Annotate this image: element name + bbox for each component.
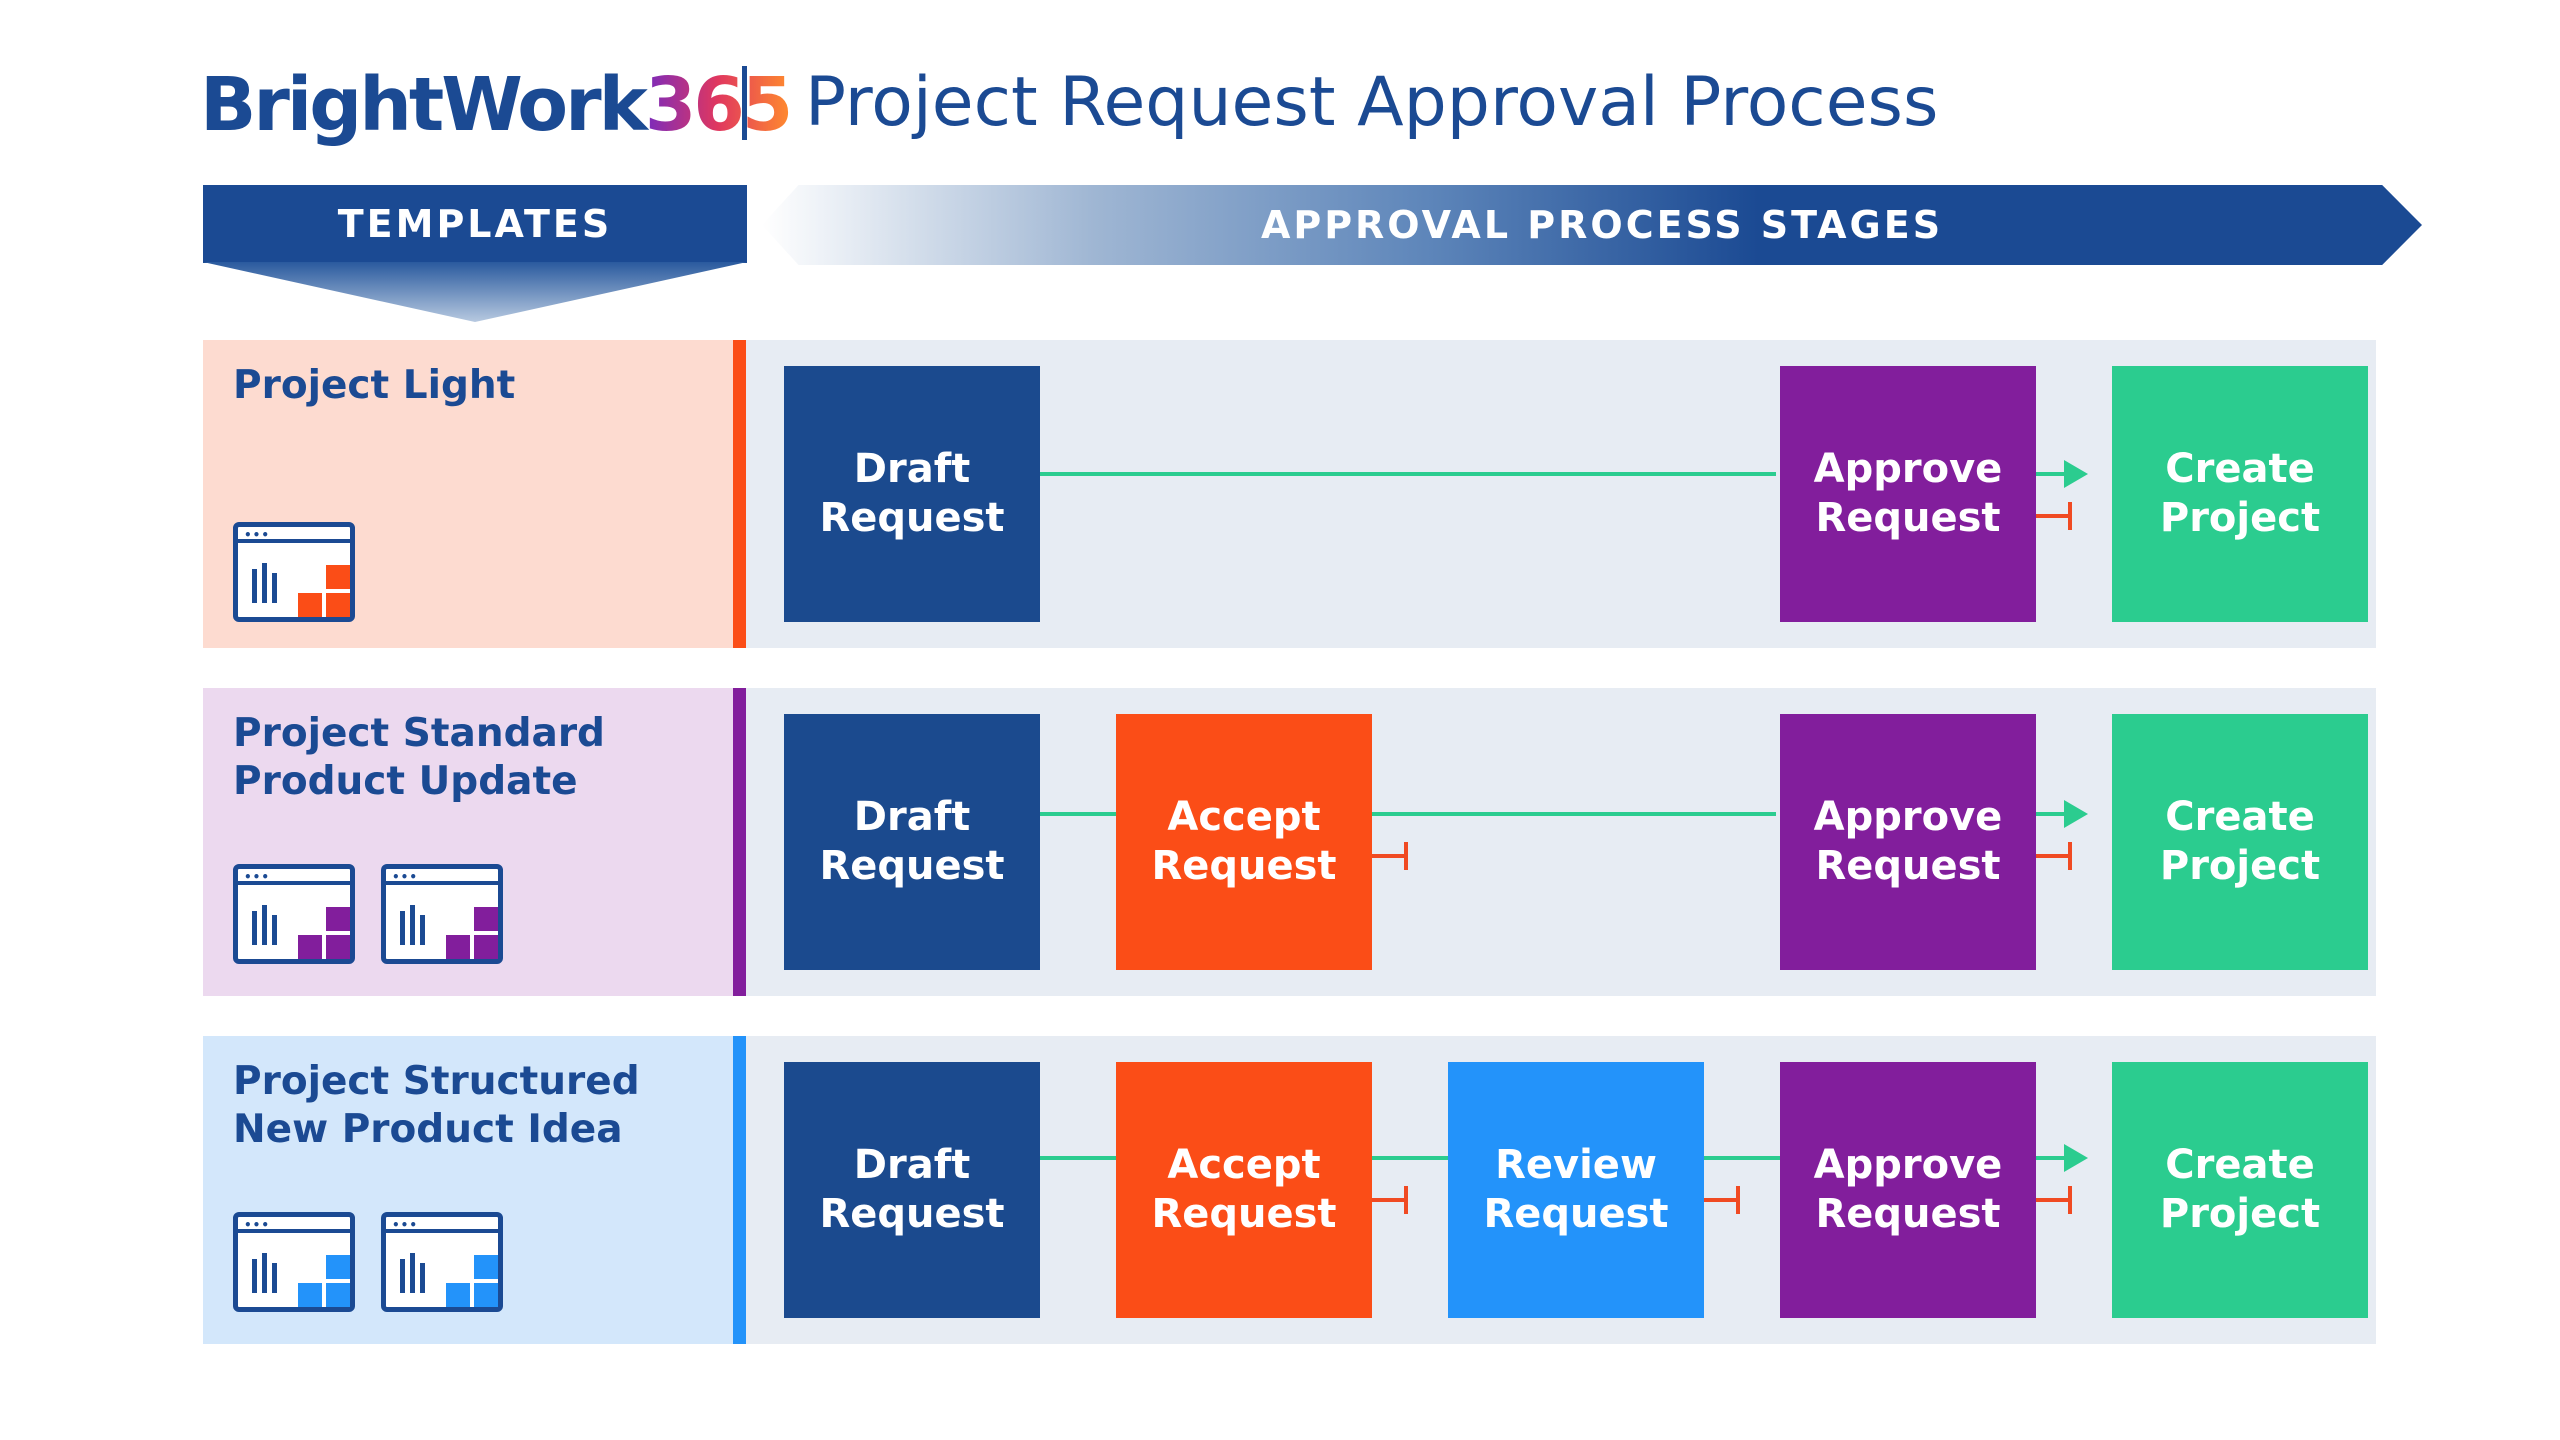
connector-line <box>1040 812 1116 816</box>
template-title-line1: Project Structured <box>233 1059 640 1104</box>
template-window-icon: ••• <box>233 1212 355 1312</box>
logo-number-text: 365 <box>644 62 793 148</box>
template-window-icon: ••• <box>233 864 355 964</box>
connector-line <box>2036 472 2066 476</box>
template-panel-project-standard: Project Standard Product Update ••• ••• <box>203 688 733 996</box>
reject-line <box>1372 1198 1406 1202</box>
reject-stop-icon <box>1736 1186 1740 1214</box>
connector-line <box>1040 472 1776 476</box>
template-title-line2: Product Update <box>233 759 578 804</box>
template-window-icon: ••• <box>233 522 355 622</box>
template-window-icon: ••• <box>381 1212 503 1312</box>
reject-stop-icon <box>1404 842 1408 870</box>
templates-banner-label: TEMPLATES <box>337 202 613 246</box>
forward-arrow-icon <box>2064 800 2088 828</box>
forward-arrow-icon <box>2064 1144 2088 1172</box>
template-title: Project Standard Product Update <box>233 710 605 806</box>
connector-line <box>1704 1156 1780 1160</box>
stages-banner-label: APPROVAL PROCESS STAGES <box>1260 203 1944 247</box>
connector-line <box>1040 1156 1116 1160</box>
template-panel-project-light: Project Light ••• <box>203 340 733 648</box>
forward-arrow-icon <box>2064 460 2088 488</box>
logo-brand-text: BrightWork <box>200 62 648 148</box>
reject-stop-icon <box>2068 1186 2072 1214</box>
reject-line <box>1704 1198 1738 1202</box>
template-title-line1: Project Standard <box>233 711 605 756</box>
row-accent-bar <box>733 340 749 648</box>
connector-line <box>1372 812 1776 816</box>
header-divider <box>742 66 747 140</box>
connector-line <box>2036 812 2066 816</box>
templates-banner: TEMPLATES <box>203 185 747 263</box>
template-title: Project Light <box>233 362 515 410</box>
template-panel-project-structured: Project Structured New Product Idea ••• … <box>203 1036 733 1344</box>
connector-line <box>1372 1156 1448 1160</box>
reject-line <box>2036 854 2070 858</box>
reject-stop-icon <box>2068 842 2072 870</box>
templates-chevron <box>203 262 747 322</box>
connector-line <box>2036 1156 2066 1160</box>
reject-stop-icon <box>2068 502 2072 530</box>
template-title-line2: New Product Idea <box>233 1107 623 1152</box>
stages-banner-arrow: APPROVAL PROCESS STAGES <box>762 185 2422 265</box>
template-window-icon: ••• <box>381 864 503 964</box>
template-title-line1: Project Light <box>233 363 516 408</box>
reject-line <box>2036 514 2070 518</box>
row-accent-bar <box>733 1036 749 1344</box>
reject-line <box>2036 1198 2070 1202</box>
reject-line <box>1372 854 1406 858</box>
template-title: Project Structured New Product Idea <box>233 1058 640 1154</box>
page-title: Project Request Approval Process <box>805 63 1939 142</box>
row-accent-bar <box>733 688 749 996</box>
reject-stop-icon <box>1404 1186 1408 1214</box>
